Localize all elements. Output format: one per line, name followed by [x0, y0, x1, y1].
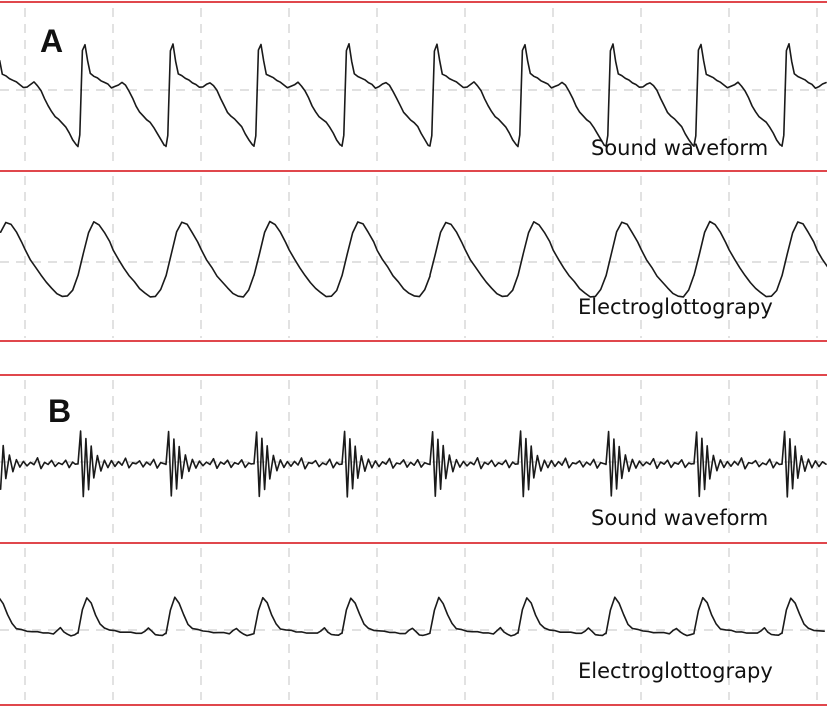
grid-b-sound [0, 380, 827, 540]
grid-a-egg [0, 176, 827, 338]
panel-b-letter: B [48, 393, 71, 429]
panel-b: B Sound waveform Electroglottograpy [0, 374, 827, 706]
sound-waveform-label-a: Sound waveform [591, 136, 768, 160]
grid-a-sound [0, 8, 827, 165]
panel-a-letter: A [40, 23, 63, 59]
grid-b-egg [0, 548, 827, 700]
panel-a: A Sound waveform Electroglottograpy [0, 1, 827, 342]
sound-waveform-line-a [0, 43, 827, 148]
sound-waveform-line-b [0, 430, 827, 498]
sound-waveform-label-b: Sound waveform [591, 506, 768, 530]
egg-line-b [0, 596, 825, 637]
egg-label-a: Electroglottograpy [578, 295, 773, 319]
egg-line-a [0, 220, 827, 298]
egg-label-b: Electroglottograpy [578, 659, 773, 683]
